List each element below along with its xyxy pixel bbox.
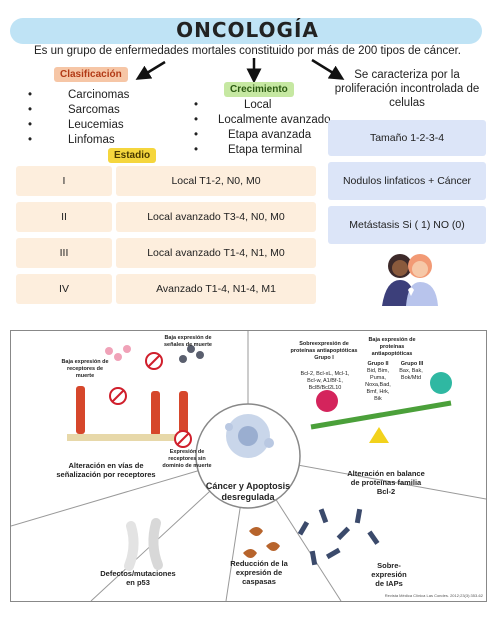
crecimiento-badge: Crecimiento [224, 82, 294, 97]
tamano-box: Tamaño 1-2-3-4 [328, 120, 486, 156]
stage-cell: IV [16, 274, 112, 304]
apoptosis-figure: Cáncer y Apoptosis desregulada Baja expr… [10, 330, 487, 602]
arrows [135, 58, 345, 84]
clasificacion-list: •Carcinomas •Sarcomas •Leucemias •Linfom… [28, 88, 130, 148]
balance-label: Alteración en balance de proteínas famil… [347, 469, 425, 496]
figure-diagram [11, 331, 486, 601]
intro-text: Es un grupo de enfermedades mortales con… [33, 45, 462, 57]
list-item: •Etapa terminal [194, 144, 303, 156]
arrow-right [311, 58, 345, 80]
list-item: •Carcinomas [28, 89, 130, 101]
receptor-low-label: Baja expresión de receptores de muerte [61, 359, 109, 379]
group2-list: Bid, Bim, Puma, Noxa,Bad, Bmf, Hrk, Bik [365, 368, 391, 402]
stage-cell: III [16, 238, 112, 268]
nodulos-box: Nodulos linfaticos + Cáncer [328, 162, 486, 200]
stage-cell: I [16, 166, 112, 196]
caracteriza-text: Se caracteriza por la proliferación inco… [334, 69, 480, 109]
stage-cell: II [16, 202, 112, 232]
iaps-label: Sobre-expresión de IAPs [371, 561, 407, 588]
title-bar [10, 18, 482, 44]
low-pro-label: Baja expresión de proteínas antiapoptóti… [368, 337, 416, 357]
stage-desc: Local avanzado T3-4, N0, M0 [116, 202, 316, 232]
list-item: •Linfomas [28, 134, 115, 146]
receptor-no-domain-label: Expresión de receptores sin dominio de m… [162, 449, 212, 469]
list-item: •Sarcomas [28, 104, 120, 116]
crecimiento-list: •Local •Localmente avanzado •Etapa avanz… [194, 98, 331, 158]
figure-source: Revista Médica Clínica Las Condes. 2012;… [384, 593, 483, 598]
list-item: •Local [194, 99, 272, 111]
estadio-badge: Estadio [108, 148, 157, 163]
group3-label: Grupo III [400, 361, 424, 367]
page-title: ONCOLOGÍA [176, 18, 319, 42]
list-item: •Localmente avanzado [194, 114, 331, 126]
signal-low-label: Baja expresión de señales de muerte [164, 335, 212, 348]
arrow-left [135, 60, 166, 80]
p53-label: Defectos/mutaciones en p53 [100, 569, 176, 587]
stage-desc: Local avanzado T1-4, N1, M0 [116, 238, 316, 268]
group2-label: Grupo II [367, 361, 389, 367]
group3-list: Bax, Bak, Bok/Mtd [399, 368, 423, 381]
caspasas-label: Reducción de la expresión de caspasas [230, 559, 288, 586]
anti-list: Bcl-2, Bcl-xL, Mcl-1, Bcl-w, A1/Bf-1, Bc… [300, 371, 350, 391]
people-illustration [382, 254, 438, 306]
list-item: •Leucemias [28, 119, 124, 131]
alteration-receptors-label: Alteración en vías de señalización por r… [56, 461, 156, 479]
figure-center-label: Cáncer y Apoptosis desregulada [205, 481, 291, 502]
stage-desc: Local T1-2, N0, M0 [116, 166, 316, 196]
list-item: •Etapa avanzada [194, 129, 312, 141]
metastasis-box: Metástasis Si ( 1) NO (0) [328, 206, 486, 244]
overexpression-anti-label: Sobreexpresión de proteínas antiapoptóti… [290, 341, 358, 361]
stage-desc: Avanzado T1-4, N1-4, M1 [116, 274, 316, 304]
clasificacion-badge: Clasificación [54, 67, 128, 82]
